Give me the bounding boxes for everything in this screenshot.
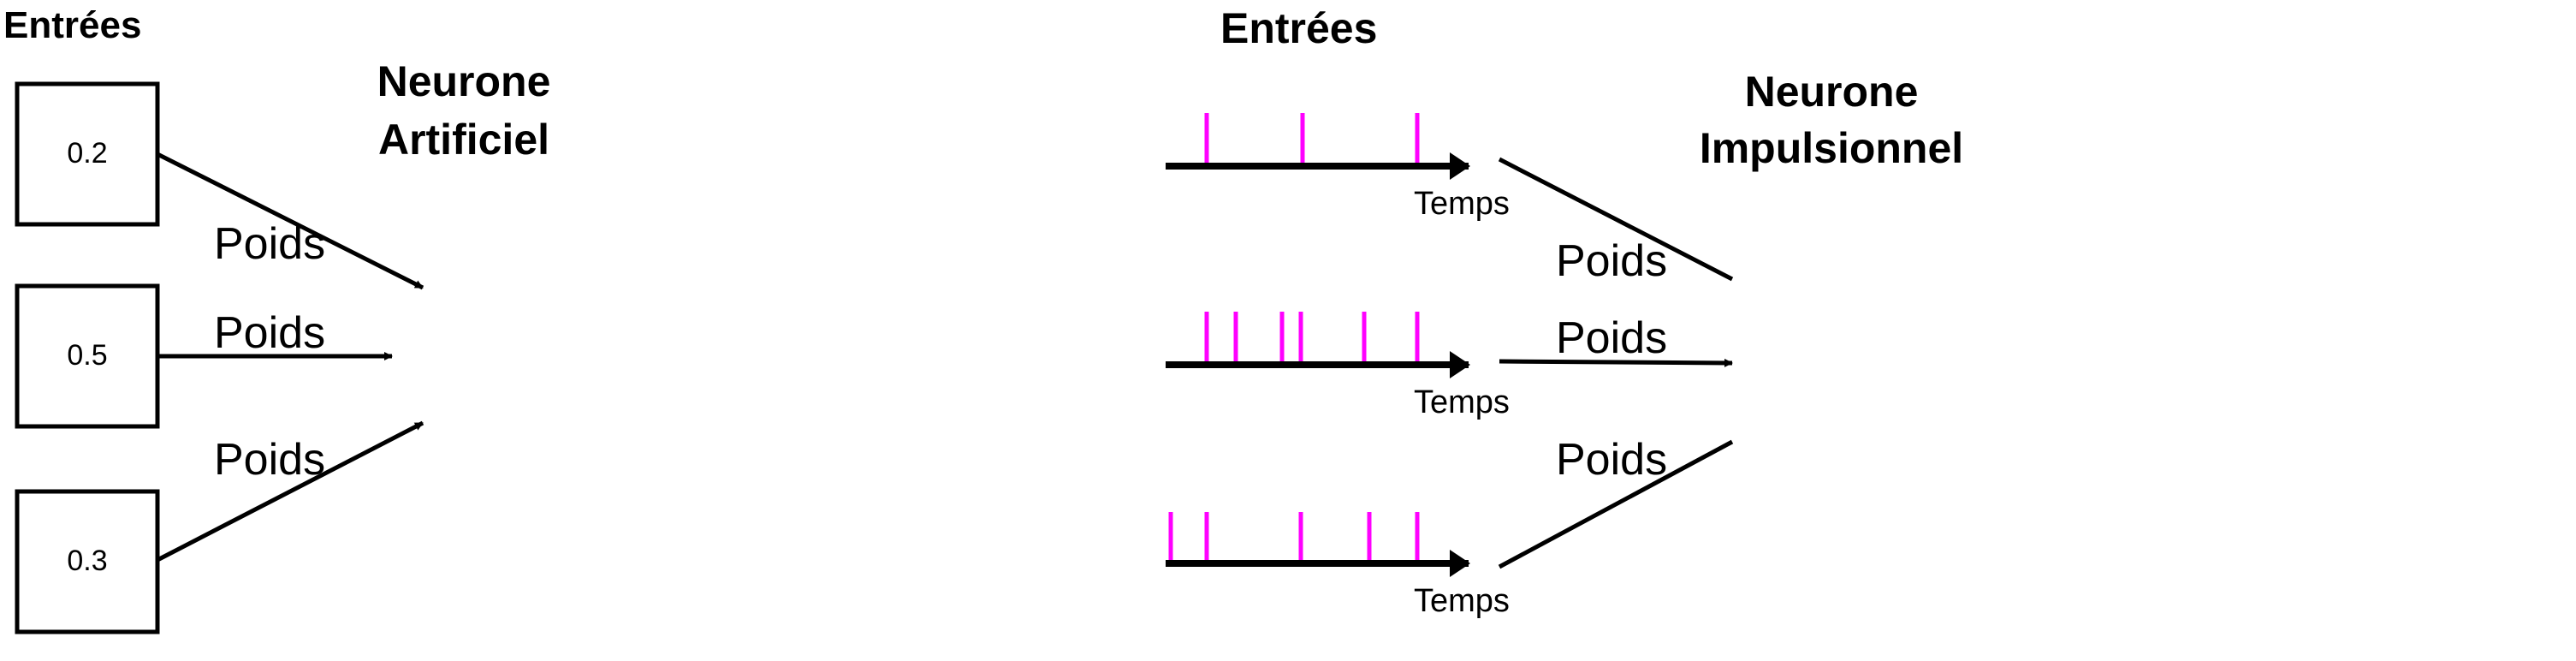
- weight-label-3: Poids: [214, 435, 325, 485]
- input-value-1: 0.2: [67, 137, 107, 170]
- weight-label-1: Poids: [214, 219, 325, 269]
- weight-arrow-1: [156, 152, 424, 290]
- time-label-2: Temps: [1414, 384, 1510, 420]
- inputs-title-left: Entrées: [3, 4, 141, 46]
- input-value-3: 0.3: [67, 545, 107, 577]
- spike-train-2: Temps: [1166, 312, 1510, 420]
- spike-train-3: Temps: [1166, 512, 1510, 619]
- artificial-neuron-panel: Entrées Neurone Artificiel 0.2 0.5 0.3 P…: [3, 4, 551, 634]
- spiking-neuron-title-line1: Neurone: [1745, 68, 1919, 116]
- weight-label-right-3: Poids: [1556, 435, 1667, 485]
- input-box-3: [15, 489, 160, 634]
- weight-line-1: [1498, 157, 1734, 282]
- weight-label-right-1: Poids: [1556, 236, 1667, 286]
- weight-arrow-right-2: [1499, 358, 1733, 367]
- artificial-neuron-title-line1: Neurone: [377, 57, 551, 105]
- artificial-neuron-title-line2: Artificiel: [378, 116, 549, 164]
- spike-train-1: Temps: [1166, 113, 1510, 222]
- inputs-title-right: Entrées: [1220, 4, 1377, 52]
- weight-label-right-2: Poids: [1556, 313, 1667, 363]
- input-value-2: 0.5: [67, 339, 107, 372]
- weight-line-3: [1498, 439, 1734, 569]
- spiking-neuron-panel: Entrées Neurone Impulsionnel Temps Temps: [1166, 4, 1963, 619]
- time-label-1: Temps: [1414, 186, 1510, 222]
- weight-arrow-3: [156, 420, 424, 563]
- time-label-3: Temps: [1414, 583, 1510, 619]
- spiking-neuron-title-line2: Impulsionnel: [1700, 124, 1963, 172]
- weight-label-2: Poids: [214, 308, 325, 358]
